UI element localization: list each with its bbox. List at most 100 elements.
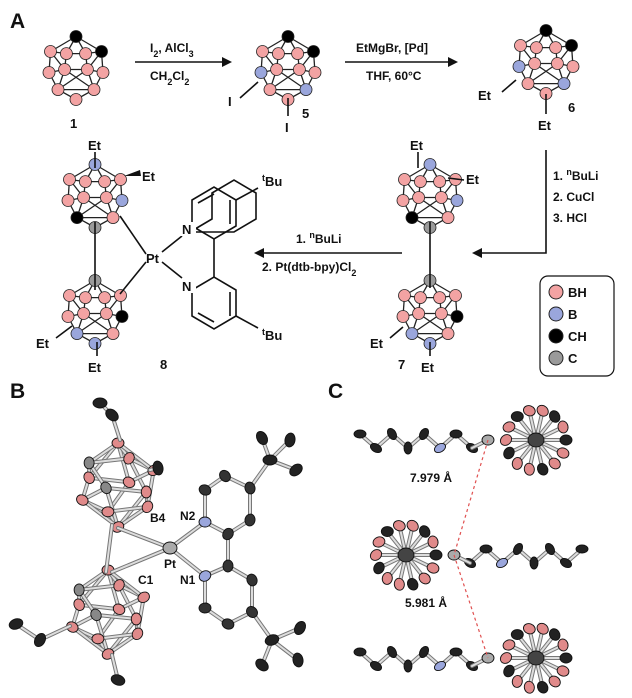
- cage-atom: [100, 307, 113, 320]
- ring-atom-ellipsoid: [222, 527, 234, 541]
- structure-bond-highlight: [107, 569, 121, 611]
- packing-cage-atom: [523, 462, 535, 476]
- packing-cage-atom: [510, 629, 524, 640]
- structure-bond-highlight: [169, 547, 206, 577]
- cage-atom: [551, 57, 564, 70]
- packing-cage: [499, 622, 573, 694]
- cage-atom-ellipsoid: [83, 456, 95, 470]
- cage-atom-ellipsoid: [122, 476, 136, 489]
- packing-cage-atom: [559, 434, 573, 446]
- cage-atom-ellipsoid: [140, 485, 152, 499]
- cage-atom: [271, 47, 285, 60]
- compound-7-label: 7: [398, 357, 405, 372]
- compound-6-ethyls: [501, 79, 547, 114]
- structure-bond-highlight: [88, 476, 131, 484]
- packing-atom: [386, 645, 398, 659]
- packing-molecule-middle: [369, 519, 589, 591]
- cage-atom: [98, 175, 111, 189]
- packing-cage-atom: [381, 572, 393, 585]
- packing-molecule-bottom: [353, 622, 573, 694]
- structure-bond-highlight: [78, 584, 121, 591]
- nitrogen-label-bottom: N: [182, 279, 191, 294]
- bipyridine-ligand: [187, 179, 259, 330]
- packing-cage-atom: [511, 675, 523, 688]
- platinum-label: Pt: [146, 251, 160, 266]
- tbu-label-bottom: tBu: [262, 327, 282, 343]
- cage-atom: [450, 194, 464, 207]
- cage-atom: [88, 337, 102, 350]
- cage-atom: [42, 66, 56, 79]
- structure-bond-highlight: [111, 547, 171, 573]
- cage-atom-ellipsoid: [113, 579, 125, 592]
- packing-atom: [353, 647, 367, 657]
- cage-atom: [115, 194, 129, 207]
- iodo-label-1: I: [228, 94, 232, 109]
- ethyl-label-8b: Et: [142, 169, 156, 184]
- cage-atom: [60, 47, 73, 60]
- packing-molecule-top: [353, 404, 573, 476]
- packing-atom: [479, 544, 493, 554]
- structure-bond-highlight: [106, 505, 149, 513]
- cage-atom-ellipsoid: [101, 506, 115, 518]
- carbon-ellipsoid: [92, 397, 108, 409]
- packing-cage-atom: [511, 457, 523, 470]
- packing-cage-atom: [556, 665, 570, 677]
- cage-atom: [61, 194, 75, 207]
- packing-atom: [529, 556, 539, 570]
- packing-cage-atom: [536, 622, 549, 635]
- structure-bond-highlight: [105, 524, 113, 573]
- step1-solvent: CH2Cl2: [150, 69, 189, 87]
- cage-atom: [434, 307, 448, 320]
- packing-atom: [353, 429, 367, 439]
- cage-atom: [44, 45, 57, 58]
- legend-label: CH: [568, 329, 587, 344]
- packing-atom: [512, 542, 524, 556]
- step2-conditions: THF, 60°C: [366, 69, 422, 83]
- cage-atom: [449, 289, 462, 302]
- packing-cage-atom: [393, 577, 405, 591]
- packing-cage-atom: [406, 578, 419, 591]
- packing-atom: [418, 427, 430, 441]
- arrow-step1: [135, 57, 232, 67]
- nitrogen-label-top: N: [182, 222, 191, 237]
- cage-atom-ellipsoid: [131, 627, 144, 641]
- packing-cage-atom: [380, 526, 394, 537]
- ring-atom-ellipsoid: [198, 602, 212, 614]
- carbon-ellipsoid: [8, 618, 24, 630]
- cage-atom: [433, 175, 447, 189]
- atom-label-c1: C1: [138, 573, 154, 587]
- structure-bond-highlight: [105, 486, 148, 494]
- carbon-ellipsoid: [105, 408, 119, 422]
- cage-atom: [434, 191, 448, 204]
- structure-bond-highlight: [88, 457, 131, 464]
- packing-cage-atom: [427, 535, 439, 549]
- cage-atom-ellipsoid: [123, 452, 135, 465]
- crystal-packing-c: [353, 404, 589, 694]
- ethyl-label-7b: Et: [466, 172, 480, 187]
- distance-label-1: 7.979 Å: [410, 470, 452, 485]
- packing-cage-center: [527, 432, 545, 448]
- arrow-step3: [472, 150, 547, 258]
- packing-cage-atom: [372, 536, 386, 548]
- cage-atom: [528, 57, 541, 70]
- distance-label-2: 5.981 Å: [405, 595, 447, 610]
- packing-cage-atom: [406, 519, 419, 532]
- cage-atom: [433, 291, 447, 305]
- cage-atom: [566, 60, 580, 73]
- cage-atom: [70, 211, 84, 225]
- packing-cage-atom: [502, 421, 516, 433]
- cage-atom: [291, 47, 305, 60]
- carbon-ellipsoid: [289, 463, 303, 477]
- panel-label-b: B: [10, 380, 25, 403]
- compound-5-label: 5: [302, 106, 309, 121]
- packing-atom: [433, 660, 447, 672]
- structure-bond-highlight: [105, 486, 119, 528]
- cage-atom-ellipsoid: [130, 612, 142, 626]
- carbon-ellipsoid: [152, 460, 164, 476]
- compound-1-label: 1: [70, 116, 77, 131]
- compound-6-label: 6: [568, 100, 575, 115]
- structure-bond-highlight: [118, 584, 138, 621]
- cage-atom: [100, 191, 113, 204]
